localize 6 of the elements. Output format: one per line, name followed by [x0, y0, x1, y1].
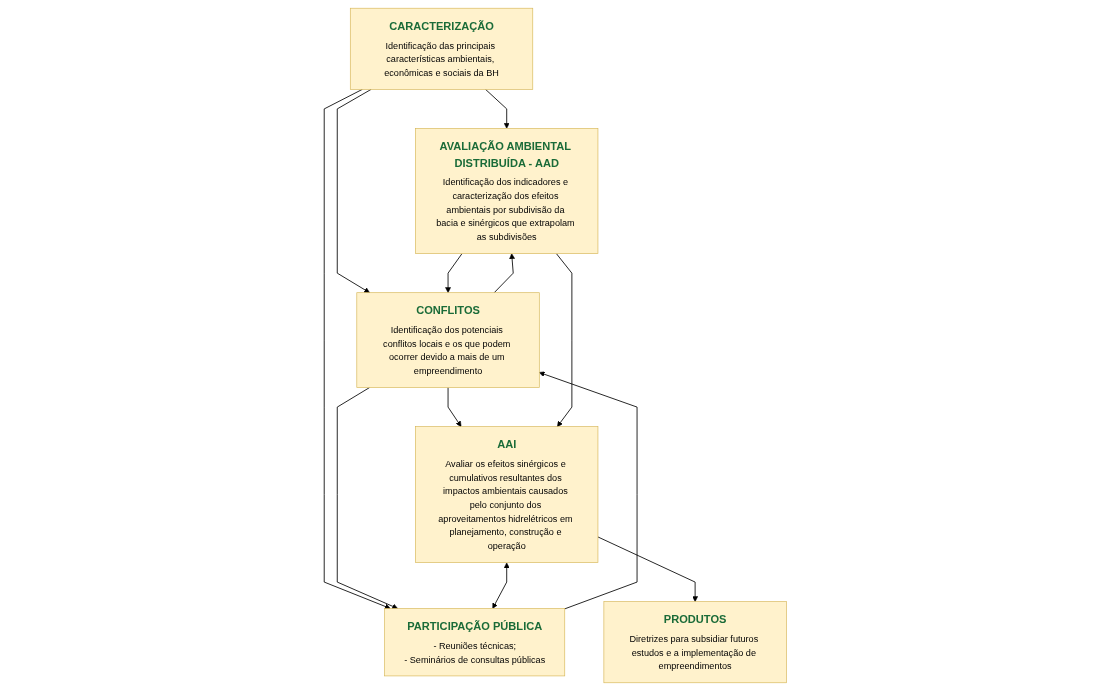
- node-box: PARTICIPAÇÃO PÚBLICA - Reuniões técnicas; - Seminários de consultas públicas: [384, 608, 566, 677]
- node-box: CONFLITOS Identificação dos potenciais conflitos locais e os que podem ocorrer devido a mais de um empreendimento: [356, 292, 540, 388]
- node-box: PRODUTOS Diretrizes para subsidiar futuros estudos e a implementação de empreendimentos: [603, 601, 787, 684]
- node-box: AVALIAÇÃO AMBIENTAL DISTRIBUÍDA - AAD Identificação dos indicadores e caracterização dos efeitos ambientais por subdivisão da bacia e sinérgicos que extrapolam as subdivisões: [415, 128, 599, 254]
- node-box: CARACTERIZAÇÃO Identificação das principais características ambientais, econômicas e sociais da BH: [350, 7, 534, 90]
- node-box: AAI Avaliar os efeitos sinérgicos e cumulativos resultantes dos impactos ambientais causados pelo conjunto dos aproveitamentos hidrelétricos em planejamento, construção e operação: [415, 426, 599, 563]
